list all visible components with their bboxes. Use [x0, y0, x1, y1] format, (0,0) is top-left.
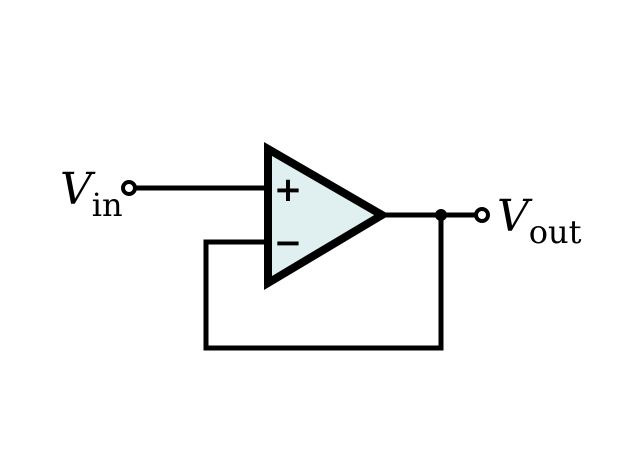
noninverting-input-symbol: + — [274, 170, 303, 210]
input-label-sub: in — [92, 186, 123, 224]
feedback-wire — [203, 215, 444, 351]
inverting-input-symbol: − — [274, 223, 303, 263]
output-label: Vout — [497, 191, 582, 251]
input-terminal — [121, 180, 137, 196]
junction-dot — [435, 209, 447, 221]
output-terminal — [474, 207, 490, 223]
input-label-main: V — [60, 164, 96, 215]
input-label: Vin — [60, 164, 123, 224]
output-label-sub: out — [529, 213, 582, 251]
output-label-main: V — [497, 191, 533, 242]
op-amp-triangle — [264, 142, 390, 291]
